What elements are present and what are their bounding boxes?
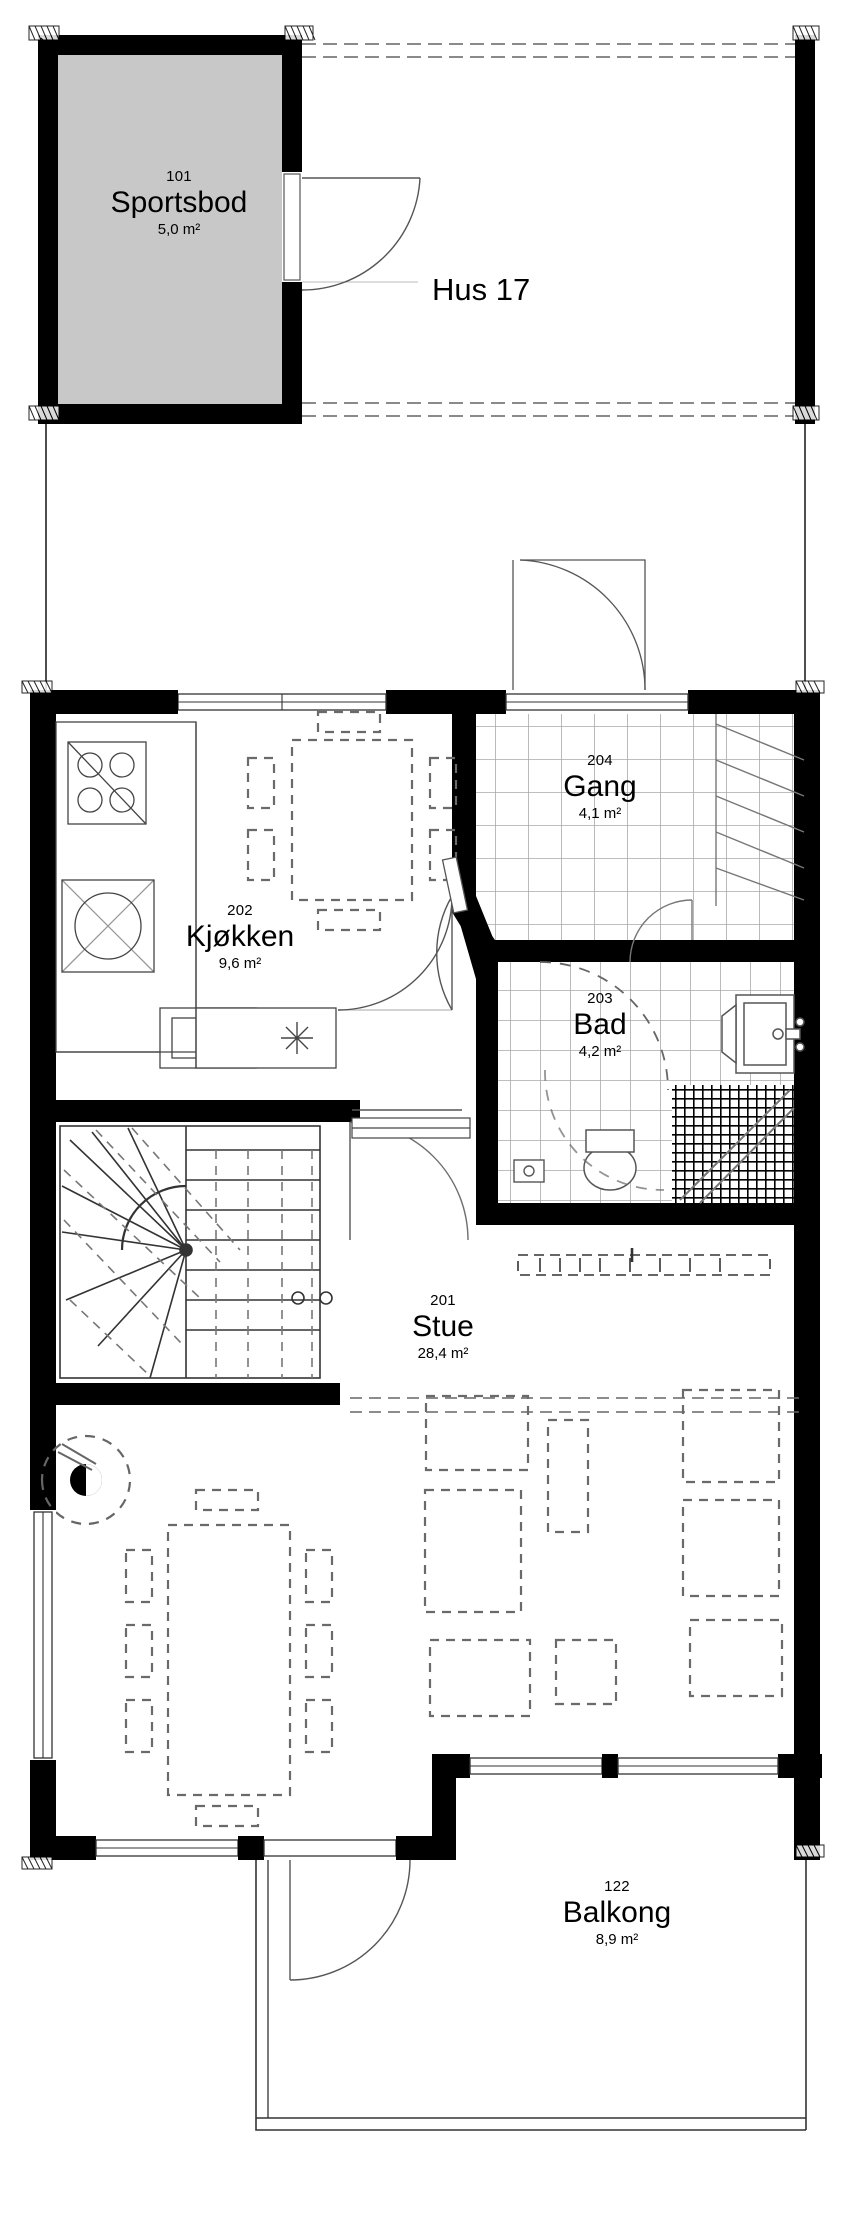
room-label-bad: 203 Bad 4,2 m² (500, 990, 700, 1061)
room-label-kjokken: 202 Kjøkken 9,6 m² (140, 902, 340, 973)
stue-furniture (124, 1388, 784, 1828)
room-area: 28,4 m² (417, 1345, 469, 1363)
room-area: 4,2 m² (578, 1043, 622, 1061)
room-name: Stue (412, 1309, 474, 1343)
room-label-gang: 204 Gang 4,1 m² (500, 752, 700, 823)
room-label-sportsbod: 101 Sportsbod 5,0 m² (79, 168, 279, 239)
gang-details (337, 714, 805, 1011)
room-number: 101 (166, 168, 192, 185)
kitchen-dining-set (246, 710, 458, 932)
balcony-door (263, 1836, 436, 1981)
room-number: 204 (587, 752, 613, 769)
staircase (59, 1109, 471, 1379)
room-area: 8,9 m² (595, 1931, 639, 1949)
room-number: 122 (604, 1878, 630, 1895)
hus-outline (45, 25, 820, 690)
room-area: 9,6 m² (218, 955, 262, 973)
bad-fixtures (513, 961, 805, 1276)
window-kitchen-top (170, 690, 387, 714)
entry-door (512, 559, 646, 691)
balcony-outline (255, 1860, 807, 2131)
room-area: 5,0 m² (157, 221, 201, 239)
room-name: Sportsbod (110, 185, 248, 219)
room-name: Gang (563, 769, 637, 803)
room-number: 201 (430, 1292, 456, 1309)
room-label-balkong: 122 Balkong 8,9 m² (517, 1878, 717, 1949)
kitchen-fixtures (55, 721, 337, 1069)
room-name: Kjøkken (185, 919, 295, 953)
window-bottom-left (95, 1836, 264, 1860)
room-label-stue: 201 Stue 28,4 m² (343, 1292, 543, 1363)
window-gang-top (505, 690, 689, 714)
tiled-floor-gang (476, 707, 806, 962)
room-name: Bad (573, 1007, 627, 1041)
plan-title: Hus 17 (432, 272, 531, 307)
wall-hatch-right-bottom (795, 1844, 825, 1858)
wood-stove (40, 1434, 132, 1526)
window-balcony-top (469, 1754, 779, 1778)
room-name: Balkong (562, 1895, 672, 1929)
room-number: 203 (587, 990, 613, 1007)
sportsbod-block (28, 25, 421, 424)
room-area: 4,1 m² (578, 805, 622, 823)
room-number: 202 (227, 902, 253, 919)
window-stue-left (30, 1510, 56, 1760)
